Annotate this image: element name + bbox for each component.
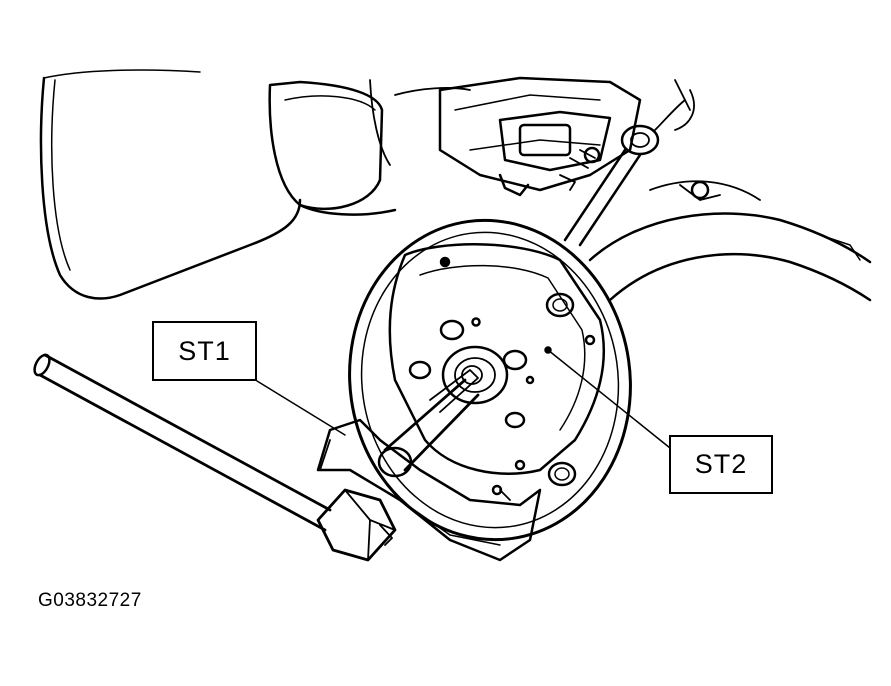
brake-backing-plate (348, 218, 632, 542)
st2-leader-line (547, 349, 671, 449)
st1-bracket (316, 418, 542, 562)
wheel-hub (441, 345, 509, 405)
st1-leader-line (256, 380, 346, 436)
caliper-assembly (438, 76, 642, 197)
st1-callout-label: ST1 (152, 321, 257, 381)
puller-screw (377, 369, 480, 478)
st2-adapter-plate (388, 243, 606, 475)
plate-bolts (408, 292, 577, 487)
st2-callout-label: ST2 (669, 435, 773, 494)
wheel-arch-outline (39, 69, 302, 300)
lower-control-arm (588, 180, 872, 302)
hex-weight (316, 488, 397, 562)
callout-leaders (256, 349, 671, 449)
figure-id-label: G03832727 (38, 590, 142, 611)
slide-hammer-shaft (33, 353, 332, 532)
tie-rod (563, 79, 695, 247)
upper-suspension (268, 79, 471, 216)
